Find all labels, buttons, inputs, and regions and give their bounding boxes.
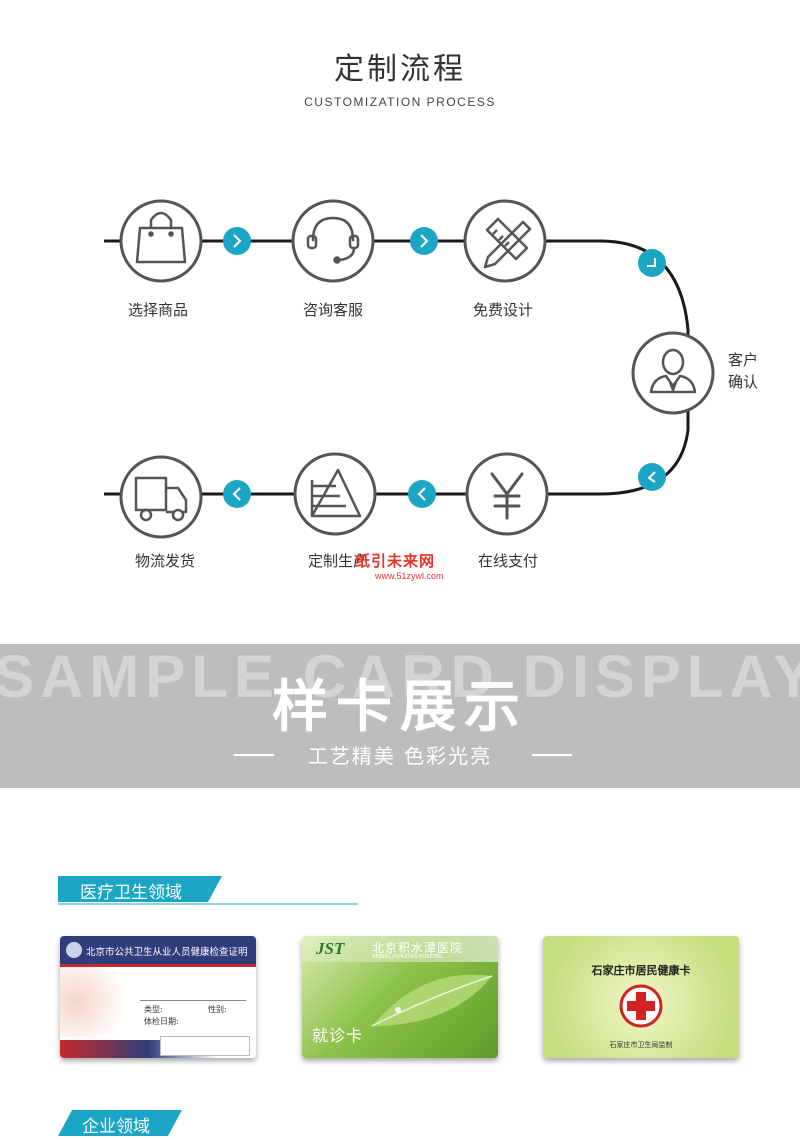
page-subtitle: CUSTOMIZATION PROCESS — [304, 95, 496, 109]
step-label-4-line2: 确认 — [728, 373, 759, 391]
card1-photo-box — [160, 1036, 250, 1056]
card3-footer: 石家庄市卫生局监制 — [609, 1041, 673, 1049]
shopping-bag-icon — [135, 211, 187, 264]
step-circle-4[interactable] — [631, 331, 715, 415]
red-cross-icon — [619, 984, 663, 1028]
card1-field-gender: 性别: — [208, 1005, 227, 1014]
banner-dash-left — [234, 754, 274, 756]
arrow-down-icon — [638, 249, 666, 277]
sample-card-hospital: JST 北京积水潭医院 BEIJING JISHUITAN HOSPITAL 就… — [302, 936, 498, 1058]
banner-title: 样卡展示 — [272, 675, 528, 740]
leaf-graphic — [371, 974, 493, 1027]
arrow-right-icon — [410, 227, 438, 255]
card1-header — [60, 936, 256, 964]
step-label-4: 客户 确认 — [728, 349, 768, 393]
step-circle-6[interactable] — [293, 452, 377, 536]
step-label-1: 选择商品 — [127, 301, 188, 319]
banner-bg-text: SAMPLE CARD DISPLAY — [0, 644, 800, 710]
watermark: 纸引未来网 www.51zywl.com — [355, 550, 444, 581]
step-label-2: 咨询客服 — [302, 301, 363, 319]
arrow-right-icon — [223, 227, 251, 255]
step-circle-5[interactable] — [465, 452, 549, 536]
arrow-left-icon — [408, 480, 436, 508]
card3-title: 石家庄市居民健康卡 — [591, 964, 691, 977]
card2-hospital-name: 北京积水潭医院 — [372, 941, 464, 955]
process-path — [104, 239, 690, 496]
step-label-4-line1: 客户 — [728, 351, 759, 369]
yen-icon — [490, 472, 524, 520]
section-tag-enterprise: 企业领域 — [58, 1110, 358, 1140]
step-label-6: 定制生产 — [307, 552, 368, 570]
card1-field-date: 体检日期: — [144, 1017, 179, 1026]
watermark-url: www.51zywl.com — [375, 571, 444, 581]
page-title: 定制流程 — [334, 52, 466, 87]
card2-label: 就诊卡 — [312, 1026, 364, 1045]
step-circle-2[interactable] — [291, 199, 375, 283]
pencil-ruler-icon — [483, 217, 532, 269]
card1-field-type: 类型: — [144, 1005, 163, 1014]
arrow-left-icon — [223, 480, 251, 508]
banner-dash-right — [532, 754, 572, 756]
card2-logo: JST — [316, 939, 345, 958]
sample-card-resident-health: 石家庄市居民健康卡 石家庄市卫生局监制 — [543, 936, 739, 1058]
section-tag-label: 企业领域 — [82, 1117, 150, 1137]
step-circle-3[interactable] — [463, 199, 547, 283]
headset-icon — [306, 216, 360, 264]
watermark-name: 纸引未来网 — [355, 552, 436, 570]
card2-hospital-en: BEIJING JISHUITAN HOSPITAL — [372, 954, 443, 960]
card1-emblem-icon — [66, 942, 82, 958]
section-tag-medical: 医疗卫生领域 — [58, 876, 358, 906]
production-icon — [310, 468, 362, 518]
user-suit-icon — [649, 348, 697, 394]
delivery-truck-icon — [134, 476, 188, 522]
sample-banner: SAMPLE CARD DISPLAY 样卡展示 工艺精美 色彩光亮 — [0, 644, 800, 788]
sample-card-health-certificate: 北京市公共卫生从业人员健康检查证明 类型: 性别: 体检日期: — [60, 936, 256, 1058]
card1-title: 北京市公共卫生从业人员健康检查证明 — [86, 947, 248, 958]
step-circle-7[interactable] — [119, 455, 203, 539]
banner-subtitle: 工艺精美 色彩光亮 — [307, 744, 493, 768]
step-circle-1[interactable] — [119, 199, 203, 283]
section-tag-label: 医疗卫生领域 — [80, 883, 182, 903]
step-label-7: 物流发货 — [134, 552, 195, 570]
step-label-3: 免费设计 — [472, 301, 533, 319]
process-flow — [104, 199, 715, 539]
step-label-5: 在线支付 — [477, 552, 538, 570]
arrow-down-left-icon — [638, 463, 666, 491]
